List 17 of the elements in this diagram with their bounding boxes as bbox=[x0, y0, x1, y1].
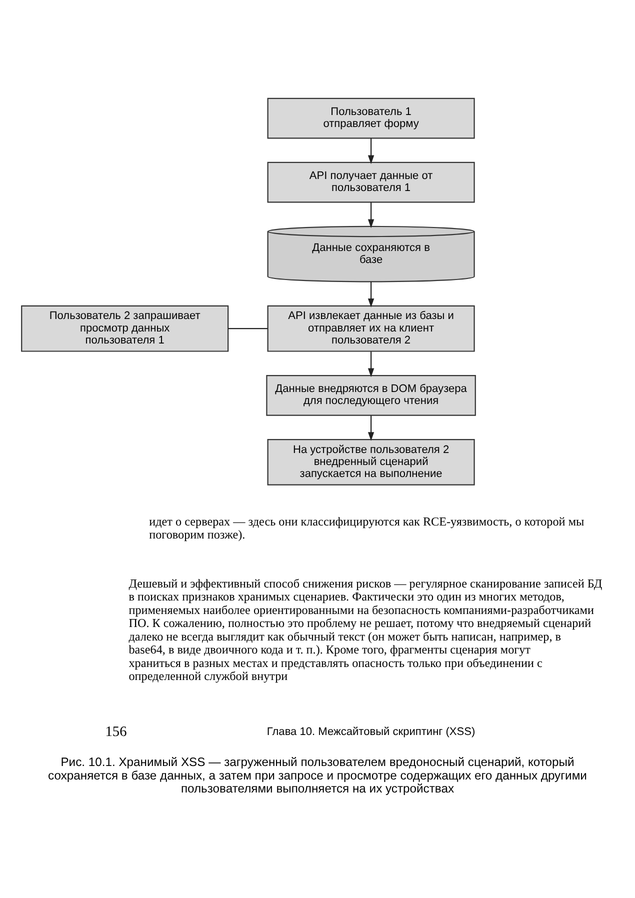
label: 156 bbox=[105, 723, 127, 740]
node-box: Данные внедряются в DOM браузера для последующего чтения bbox=[266, 374, 476, 416]
node-box: Пользователь 1 отправляет форму bbox=[267, 97, 475, 138]
arrow bbox=[368, 138, 374, 164]
arrow bbox=[368, 415, 374, 440]
node-box: API получает данные от пользователя 1 bbox=[267, 161, 475, 202]
arrow bbox=[368, 281, 374, 307]
caption: Рис. 10.1. Хранимый XSS — загруженный пользователем вредоносный сценарий, который сохраняется в базе данных, а затем при запросе и просмотре содержащих его данных другими пользователями выполняется на их устройствах bbox=[48, 754, 587, 796]
arrow bbox=[368, 351, 374, 377]
label: идет о серверах — здесь они классифицируются как RCE-уязвимость, о которой мы поговорим позже). bbox=[149, 514, 584, 542]
node-box: Пользователь 2 запрашивает просмотр данных пользователя 1 bbox=[21, 304, 229, 352]
connector bbox=[228, 328, 268, 329]
label: Дешевый и эффективный способ снижения рисков — регулярное сканирование записей БД в поисках признаков хранимых сценариев. Фактически это один из многих методов, применяемых наиболее ориентированными на безопасность компаниями-разработчиками ПО. К сожалению, полностью это проблему не решает, потому что внедряемый сценарий далеко не всегда выглядит как обычный текст (он может быть написан, например, в base64, в виде двоичного кода и т. п.). Кроме того, фрагменты сценария могут храниться в разных местах и представлять опасность только при объединении с определенной службой внутри bbox=[128, 576, 602, 683]
node-box: На устройстве пользователя 2 внедренный сценарий запускается на выполнение bbox=[267, 438, 475, 485]
arrow bbox=[368, 202, 374, 228]
label: Глава 10. Межсайтовый скриптинг (XSS) bbox=[266, 725, 476, 738]
node-box: API извлекает данные из базы и отправляет их на клиент пользователя 2 bbox=[267, 304, 475, 352]
